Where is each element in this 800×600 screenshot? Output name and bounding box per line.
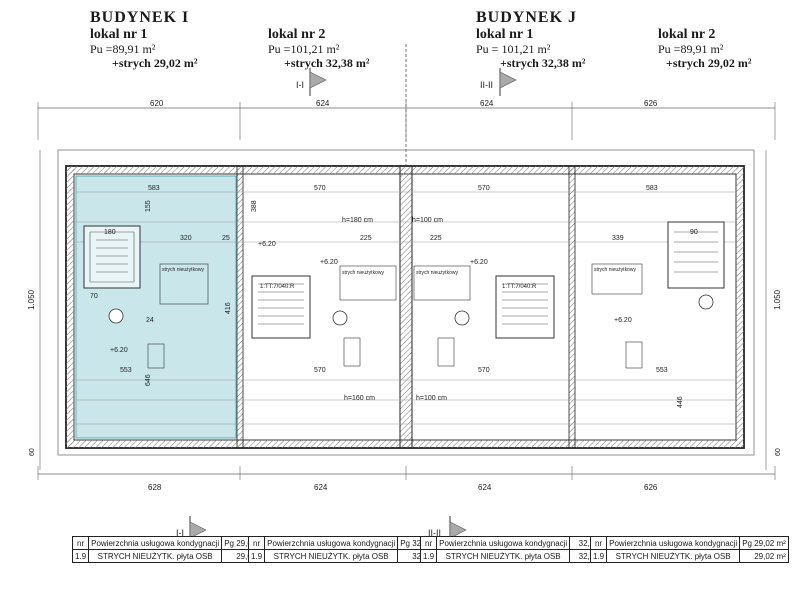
building-i-unit1-area: Pu =89,91 m² [90, 42, 156, 57]
building-j-unit1-name: lokal nr 1 [476, 27, 534, 43]
building-j-unit2-name: lokal nr 2 [658, 27, 716, 42]
dim-25: 25 [222, 235, 230, 242]
dim-top-1: 620 [150, 99, 164, 108]
bottom-dimension-line: 628 624 624 626 [37, 466, 776, 492]
level-4: +6.20 [614, 317, 632, 324]
building-j-title: BUDYNEK J [476, 9, 578, 26]
staircase-4 [667, 221, 725, 310]
dim-top-3: 624 [480, 99, 494, 108]
building-i-unit2-attic: +strych 32,38 m² [284, 55, 370, 70]
dim-646: 646 [145, 374, 152, 386]
building-j-header: BUDYNEK J lokal nr 1 Pu = 101,21 m² +str… [476, 9, 585, 71]
height-4: h=100 cm [416, 395, 447, 402]
dim-388: 388 [251, 200, 258, 212]
level-2: +6.20 [320, 259, 338, 266]
dim-553a: 553 [120, 367, 132, 374]
section-mark-i-label: I-I [296, 80, 304, 90]
party-walls [236, 165, 576, 449]
dim-570c: 570 [314, 367, 326, 374]
building-i-unit2-header: lokal nr 2 Pu =101,21 m² +strych 32,38 m… [268, 27, 369, 71]
dim-bottom-1: 628 [148, 483, 162, 492]
dim-right: 1.050 [773, 289, 782, 310]
dim-left: 1.050 [27, 289, 36, 310]
dim-320a: 320 [180, 235, 192, 242]
building-i-title: BUDYNEK I [90, 9, 190, 26]
building-i-unit1-attic: +strych 29,02 m² [112, 56, 198, 71]
staircase-3 [454, 275, 555, 339]
roof-outline [57, 149, 755, 456]
section-mark-ii-label: II-II [480, 80, 493, 90]
building-j-unit2-header: lokal nr 2 Pu =89,91 m² +strych 29,02 m² [658, 27, 751, 71]
height-2: h=100 cm [412, 217, 443, 224]
dim-bottom-3: 624 [478, 483, 492, 492]
section-mark-i: I-I [296, 68, 327, 96]
dim-155: 155 [145, 200, 152, 212]
dim-583a: 583 [148, 185, 160, 192]
building-j-unit2-area: Pu =89,91 m² [658, 42, 724, 57]
inner-dimensions: 583 320 180 25 24 70 155 553 646 388 570… [90, 185, 698, 408]
height-lines [76, 191, 736, 425]
building-i-unit2-name: lokal nr 2 [268, 27, 326, 42]
dim-446: 446 [677, 396, 684, 408]
stairs-label-1: 1:TT:7/040:R [260, 284, 295, 290]
section-mark-ii-bottom-label: II-II [428, 528, 441, 538]
building-j-unit1-area: Pu = 101,21 m² [476, 42, 551, 57]
level-1: +6.20 [110, 347, 128, 354]
dim-225b: 225 [430, 235, 442, 242]
height-labels: h=180 cm h=100 cm h=160 cm h=100 cm [342, 217, 447, 402]
room-labels: strych nieużytkowy strych nieużytkowy st… [147, 263, 643, 369]
dim-90: 90 [690, 229, 698, 236]
dim-570a: 570 [314, 185, 326, 192]
level-5: +6.20 [258, 241, 276, 248]
dim-225a: 225 [360, 235, 372, 242]
level-3: +6.20 [470, 259, 488, 266]
dim-right-small: 60 [775, 448, 782, 456]
room-label-3: strych nieużytkowy [416, 270, 458, 276]
stairs-label-2: 1:TT:7/040:R [502, 284, 537, 290]
room-label-2: strych nieużytkowy [342, 270, 384, 276]
dim-left-small: 60 [29, 448, 36, 456]
level-marks: +6.20 +6.20 +6.20 +6.20 +6.20 [110, 241, 632, 354]
dim-339: 339 [612, 235, 624, 242]
staircase-1 [83, 225, 141, 324]
staircase-2 [251, 275, 348, 339]
section-mark-i-bottom-label: I-I [176, 528, 184, 538]
dim-570b: 570 [478, 185, 490, 192]
building-j-unit2-attic: +strych 29,02 m² [666, 55, 752, 70]
building-i-unit1-name: lokal nr 1 [90, 27, 148, 43]
dim-bottom-2: 624 [314, 483, 328, 492]
height-1: h=180 cm [342, 217, 373, 224]
dim-bottom-4: 626 [644, 483, 658, 492]
dim-583b: 583 [646, 185, 658, 192]
dim-553b: 553 [656, 367, 668, 374]
dim-180: 180 [104, 229, 116, 236]
room-label-1: strych nieużytkowy [162, 267, 204, 273]
height-3: h=160 cm [344, 395, 375, 402]
building-i-unit2-area: Pu =101,21 m² [268, 42, 340, 57]
room-label-4: strych nieużytkowy [594, 267, 636, 273]
dim-416: 416 [225, 302, 232, 314]
building-j-unit1-attic: +strych 32,38 m² [500, 56, 586, 71]
highlighted-attic-area [75, 175, 237, 439]
side-dimensions: 1.050 1.050 60 60 [27, 150, 782, 470]
dim-24: 24 [146, 317, 154, 324]
section-mark-ii-bottom: II-II [428, 516, 467, 540]
dim-70: 70 [90, 293, 98, 300]
dim-top-2: 624 [316, 99, 330, 108]
dim-top-4: 626 [644, 99, 658, 108]
dim-570d: 570 [478, 367, 490, 374]
top-dimension-line: 620 624 624 626 [37, 99, 776, 140]
building-i-header: BUDYNEK I lokal nr 1 Pu =89,91 m² +stryc… [90, 9, 197, 71]
section-mark-ii: II-II [480, 68, 517, 96]
